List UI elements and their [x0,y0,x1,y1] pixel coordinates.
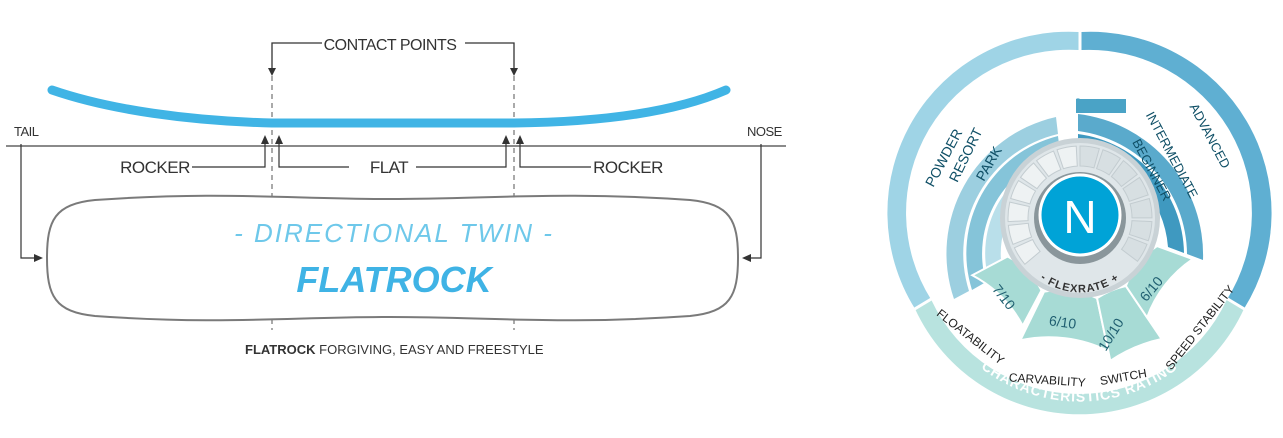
flat-right-arrow-icon [502,135,510,144]
rating-label-carvability: CARVABILITY [1008,370,1086,389]
tail-pointer-arrow-icon [34,254,43,262]
flexrate-segment [1010,179,1037,205]
level-arc-intermediate [1078,114,1204,260]
rocker-right-arrow-icon [516,135,524,144]
caption-bold: FLATROCK [245,342,316,357]
ring-divider-left [912,296,934,312]
rocker-right-label: ROCKER [593,158,663,177]
rocker-left-line [192,140,266,168]
board-profile: CONTACT POINTS TAIL NOSE ROCKER FLAT ROC… [6,37,786,357]
tail-label: TAIL [14,124,39,139]
flexrate-segment [1007,222,1033,245]
model-label: FLATROCK [296,259,494,300]
riding-style-ring [887,31,1079,309]
caption: FLATROCK FORGIVING, EASY AND FREESTYLE [245,342,544,357]
flexrate-segment [1095,149,1122,176]
ring-divider-right [1225,296,1247,312]
nose-pointer-arrow-icon [742,254,751,262]
flexrate-segment [1122,176,1149,202]
flexrate-segment [1019,162,1048,190]
logo-letter-icon: N [1063,191,1096,243]
board-profile-curve [47,85,731,128]
nose-pointer-line [749,144,762,259]
flexrate-segment [1035,150,1062,178]
flexrate-segment [1120,236,1148,263]
flexrate-segment [1013,238,1041,265]
characteristics-wheel: RIDING STYLE RIDING LEVEL CHARACTERISTIC… [887,28,1272,415]
flexrate-segment [1079,145,1100,169]
tail-pointer-line [20,144,36,259]
contact-points-bracket-left [271,42,322,72]
nose-label: NOSE [747,124,783,139]
shape-label: - DIRECTIONAL TWIN - [234,218,554,248]
rocker-left-label: ROCKER [120,158,190,177]
contact-points-label: CONTACT POINTS [324,37,457,54]
riding-level-ring [1081,31,1272,309]
flat-right-line [416,140,507,168]
logo-disc [1038,173,1122,257]
rocker-left-arrow-icon [261,135,269,144]
contact-arrow-right-icon [510,68,518,76]
flat-left-line [278,140,349,168]
flexrate-segment [1128,220,1153,242]
flat-left-arrow-icon [275,135,283,144]
contact-points-bracket-right [465,42,515,72]
caption-rest: FORGIVING, EASY AND FREESTYLE [316,342,544,357]
board-outline [45,194,740,322]
style-arc-powder [946,117,1058,299]
contact-arrow-left-icon [268,68,276,76]
rating-value-carvability: 6/10 [1048,312,1077,332]
flexrate-segments [1007,145,1153,265]
characteristics-ring [914,299,1245,415]
flat-label: FLAT [370,158,408,177]
flexrate-segment [1129,197,1153,219]
level-arc-advanced [1076,82,1126,113]
flexrate-segment [1110,159,1138,188]
flexrate-segment [1056,145,1078,170]
rocker-right-line [519,140,591,168]
flexrate-segment [1007,201,1030,223]
